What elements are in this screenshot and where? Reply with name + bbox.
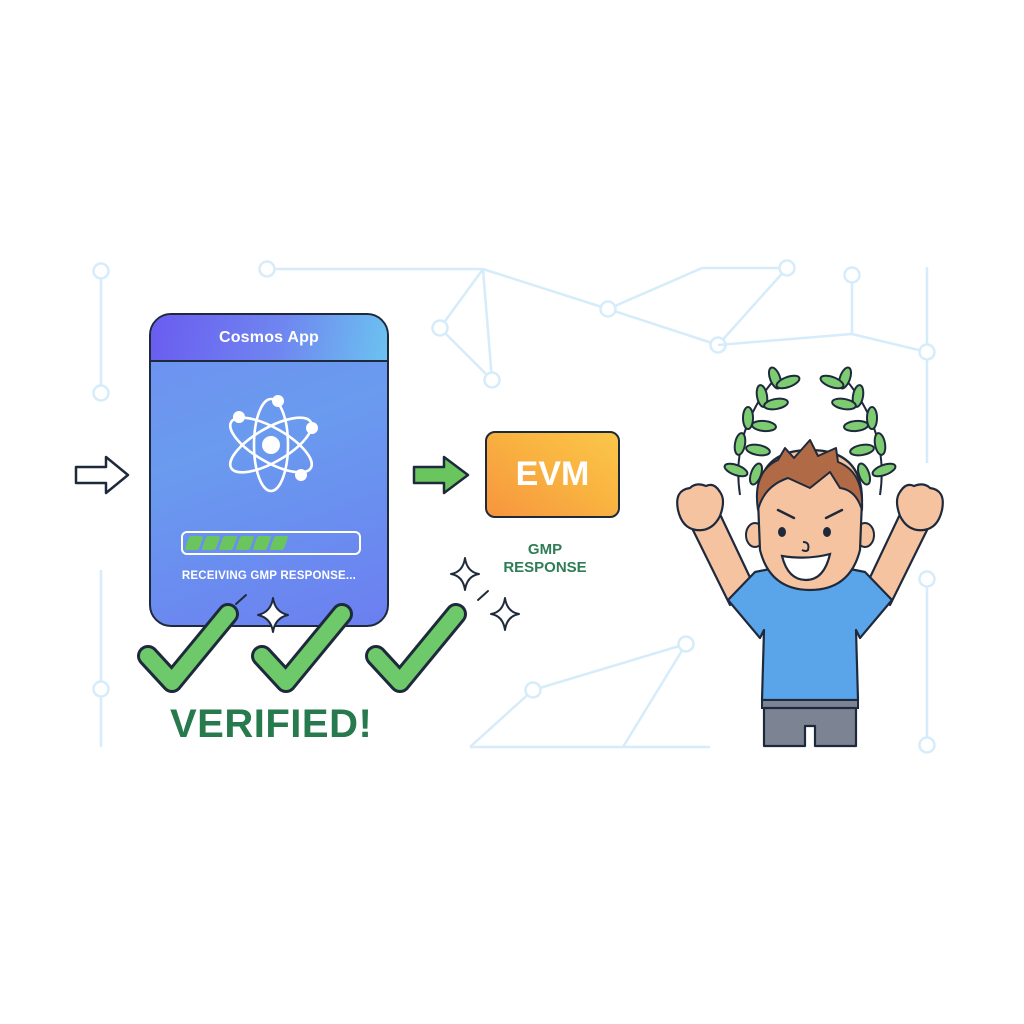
gmp-label-line1: GMP bbox=[527, 541, 563, 558]
laurel-wreath-icon bbox=[723, 366, 897, 496]
progress-fill bbox=[184, 536, 289, 550]
evm-label: EVM bbox=[515, 455, 590, 493]
cosmos-app-card: Cosmos App RECEIVING GMP RESPONSE... bbox=[149, 313, 389, 627]
outline-arrow-right-icon bbox=[74, 455, 130, 495]
celebrating-character bbox=[676, 366, 944, 748]
app-title: Cosmos App bbox=[218, 328, 320, 346]
green-arrow-right-icon bbox=[412, 455, 470, 495]
verified-label: VERIFIED! bbox=[170, 702, 373, 746]
gmp-label-line2: RESPONSE bbox=[503, 559, 587, 576]
progress-bar bbox=[181, 531, 361, 555]
evm-chain-box: EVM bbox=[485, 431, 620, 518]
app-header: Cosmos App bbox=[151, 315, 387, 362]
gmp-response-label: GMP RESPONSE bbox=[490, 541, 600, 577]
atom-icon bbox=[228, 395, 318, 493]
status-text: RECEIVING GMP RESPONSE... bbox=[181, 570, 357, 582]
